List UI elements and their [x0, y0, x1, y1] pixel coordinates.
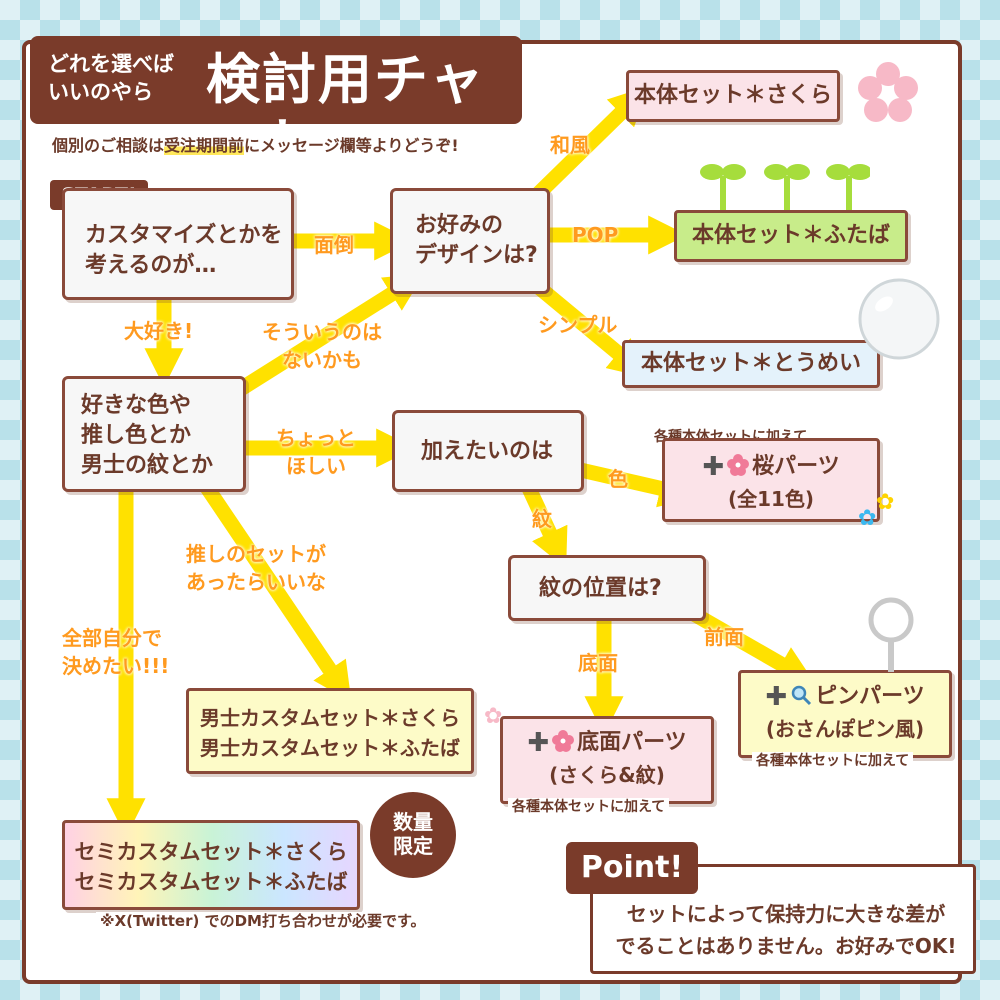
plus-icon: ✚: [527, 728, 550, 758]
label-oshi: 推しのセットが あったらいいな: [186, 540, 326, 596]
point-tag: Point!: [566, 842, 698, 894]
page-title: 検討用チャート: [206, 48, 486, 175]
sprout-icon: [700, 164, 870, 210]
node-design-line1: お好みの: [415, 213, 504, 238]
label-zenbu-line1: 全部自分で: [62, 626, 162, 650]
result-sakura: 本体セット＊さくら: [626, 70, 840, 122]
label-chotto-line2: ほしい: [286, 454, 346, 478]
result-sakura-parts: ✚ 桜パーツ (全11色): [662, 438, 880, 522]
subtitle-highlight: 受注期間前: [164, 136, 245, 155]
label-pop: POP: [572, 223, 619, 247]
label-souiu: そういうのは ないかも: [262, 318, 382, 374]
label-oshi-line2: あったらいいな: [186, 570, 326, 594]
teimen-parts-line1: 底面パーツ: [577, 730, 687, 755]
node-mon-position: 紋の位置は?: [508, 555, 706, 621]
label-oshi-line1: 推しのセットが: [186, 542, 326, 566]
flower-yellow-icon: ✿: [876, 490, 895, 515]
sakura-flower-icon: [858, 62, 918, 122]
label-zenbu-line2: 決めたい!!!: [62, 654, 170, 678]
result-pin-parts: ✚ ピンパーツ (おさんぽピン風): [738, 670, 952, 758]
badge-line2: 限定: [393, 834, 433, 858]
limited-badge: 数量 限定: [370, 792, 456, 878]
label-mon: 紋: [532, 507, 552, 531]
label-mendou: 面倒: [314, 233, 354, 257]
node-like-line2: 推し色とか: [81, 423, 192, 448]
flower-blue-icon: ✿: [858, 506, 877, 531]
pin-parts-line1: ピンパーツ: [815, 684, 925, 709]
node-design: お好みの デザインは?: [390, 188, 550, 294]
label-daisuki: 大好き!: [124, 319, 194, 343]
node-add-line1: 加えたいのは: [421, 439, 554, 464]
badge-line1: 数量: [393, 810, 433, 834]
node-design-line2: デザインは?: [415, 243, 538, 268]
node-start-line2: 考えるのが…: [85, 253, 217, 278]
title-pre: どれを選べば いいのやら: [48, 50, 174, 106]
node-like-line3: 男士の紋とか: [81, 453, 214, 478]
clear-bubble-icon: [858, 278, 940, 360]
label-teimen: 底面: [578, 651, 618, 675]
label-souiu-line2: ないかも: [282, 348, 362, 372]
result-toumei: 本体セット＊とうめい: [622, 340, 880, 388]
result-teimen-parts: ✚ 底面パーツ (さくら&紋): [500, 716, 714, 804]
semi-note: ※X(Twitter) でのDM打ち合わせが必要です。: [96, 912, 430, 930]
subtitle-after: にメッセージ欄等よりどうぞ!: [244, 136, 459, 155]
teimen-parts-note: 各種本体セットに加えて: [508, 798, 670, 816]
node-like-line1: 好きな色や: [81, 393, 192, 418]
subtitle-before: 個別のご相談は: [52, 136, 165, 155]
pin-icon: [868, 597, 914, 672]
node-mon-position-line1: 紋の位置は?: [539, 576, 662, 601]
title-pre-line2: いいのやら: [48, 80, 153, 104]
node-start: カスタマイズとかを 考えるのが…: [62, 188, 294, 300]
subtitle: 個別のご相談は受注期間前にメッセージ欄等よりどうぞ!: [52, 132, 459, 156]
semi-line2: セミカスタムセット＊ふたば: [74, 870, 348, 894]
result-futaba: 本体セット＊ふたば: [674, 210, 908, 262]
point-line1: セットによって保持力に大きな差が: [626, 902, 946, 926]
danshi-line1: 男士カスタムセット＊さくら: [200, 706, 460, 730]
label-zenbu: 全部自分で 決めたい!!!: [62, 624, 169, 680]
label-zenmen: 前面: [704, 625, 744, 649]
label-wafu: 和風: [550, 133, 590, 157]
sakura-parts-line2: (全11色): [727, 487, 815, 511]
node-start-line1: カスタマイズとかを: [85, 223, 283, 248]
plus-icon: ✚: [765, 682, 788, 712]
point-text: セットによって保持力に大きな差が でることはありません。お好みでOK!: [606, 898, 966, 962]
sakura-parts-line1: 桜パーツ: [752, 454, 840, 479]
magnifier-icon: [790, 684, 812, 706]
result-semi-custom: セミカスタムセット＊さくら セミカスタムセット＊ふたば: [62, 820, 360, 910]
label-chotto: ちょっと ほしい: [276, 424, 356, 480]
plus-icon: ✚: [702, 452, 725, 482]
semi-line1: セミカスタムセット＊さくら: [74, 840, 348, 864]
sakura-icon: [552, 730, 575, 752]
danshi-line2: 男士カスタムセット＊ふたば: [200, 736, 460, 760]
pin-parts-note: 各種本体セットに加えて: [752, 752, 914, 770]
node-add: 加えたいのは: [392, 410, 584, 492]
pin-parts-line2: (おさんぽピン風): [765, 717, 925, 741]
title-banner: どれを選べば いいのやら 検討用チャート: [30, 36, 522, 175]
result-danshi: 男士カスタムセット＊さくら 男士カスタムセット＊ふたば: [186, 688, 474, 774]
point-line2: でることはありません。お好みでOK!: [615, 934, 957, 958]
node-like: 好きな色や 推し色とか 男士の紋とか: [62, 376, 246, 492]
label-simple: シンプル: [538, 313, 618, 337]
flower-pink-icon: ✿: [484, 704, 503, 729]
label-iro: 色: [608, 467, 628, 491]
title-pre-line1: どれを選べば: [48, 52, 174, 76]
label-chotto-line1: ちょっと: [276, 426, 356, 450]
teimen-parts-line2: (さくら&紋): [549, 763, 665, 787]
sakura-icon: [727, 454, 750, 476]
label-souiu-line1: そういうのは: [262, 320, 382, 344]
